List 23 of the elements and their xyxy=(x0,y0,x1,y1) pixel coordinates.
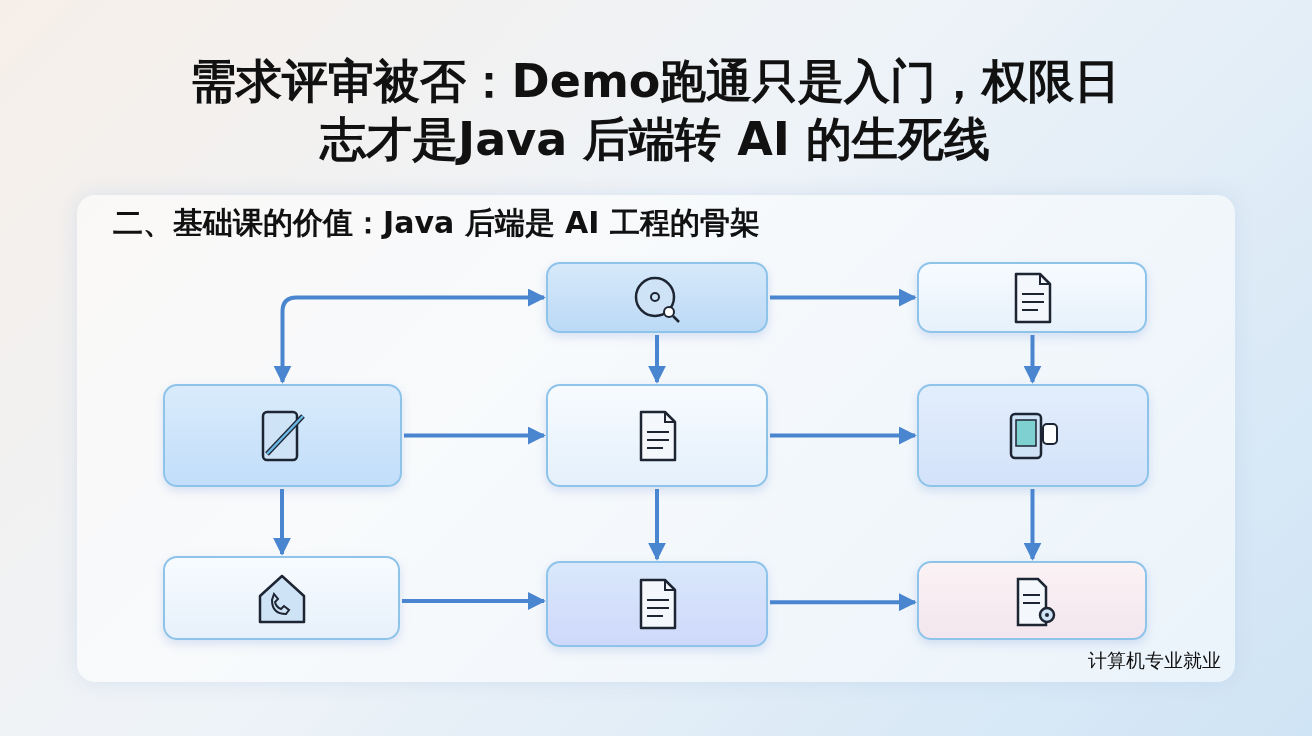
panel-card xyxy=(77,195,1235,682)
arrow xyxy=(404,426,546,445)
section-heading: 二、基础课的价值：Java 后端是 AI 工程的骨架 xyxy=(113,204,760,242)
process-box xyxy=(546,561,768,647)
process-box xyxy=(917,384,1149,487)
arrow xyxy=(770,593,917,612)
footer-note: 计算机专业就业 xyxy=(1088,648,1221,673)
arrow xyxy=(402,592,546,610)
arrow xyxy=(770,288,917,307)
process-box xyxy=(917,262,1147,333)
title: 需求评审被否：Demo跑通只是入门，权限日志才是Java 后端转 AI 的生死线 xyxy=(188,53,1122,168)
process-box xyxy=(917,561,1147,640)
process-box xyxy=(163,556,400,640)
arrow xyxy=(770,426,917,445)
arrow xyxy=(273,489,291,556)
arrow xyxy=(648,335,666,384)
arrow xyxy=(1023,335,1042,384)
arrow xyxy=(648,489,666,561)
arrow xyxy=(273,288,546,384)
process-box xyxy=(546,384,768,487)
arrow xyxy=(1023,489,1042,561)
process-box xyxy=(163,384,402,487)
process-box xyxy=(546,262,768,333)
